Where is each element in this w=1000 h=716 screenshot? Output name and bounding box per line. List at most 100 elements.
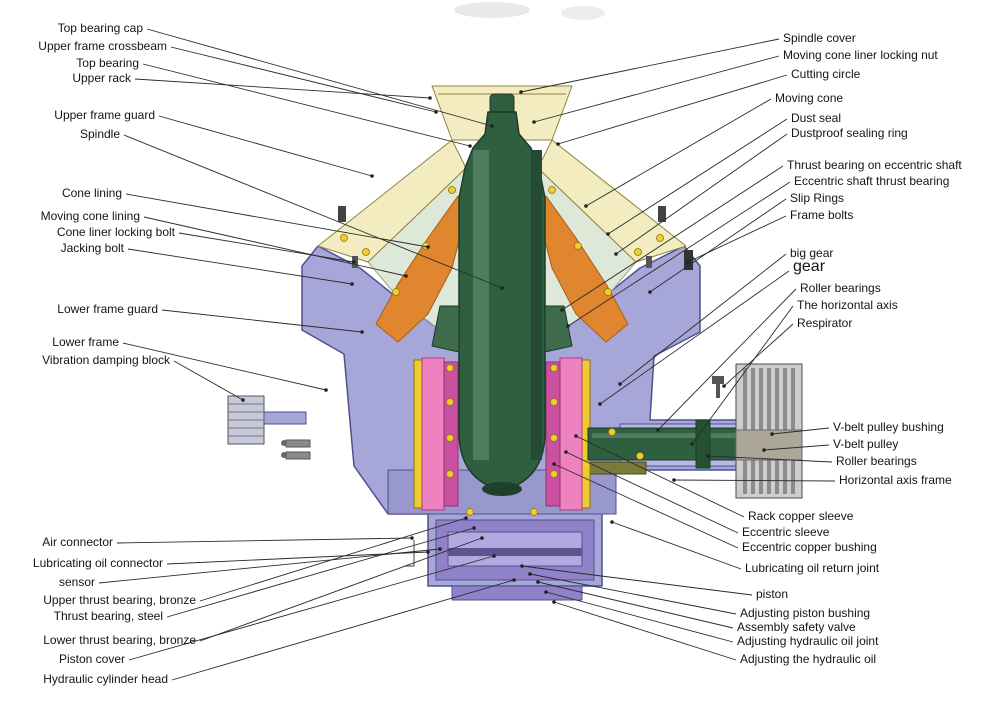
leader-line bbox=[574, 434, 745, 518]
label-spindle-cover: Spindle cover bbox=[783, 31, 856, 45]
piston-band bbox=[448, 548, 582, 556]
label-eccentric-shaft-thrust-bearing: Eccentric shaft thrust bearing bbox=[794, 174, 950, 188]
label-moving-cone-lining: Moving cone lining bbox=[40, 209, 140, 223]
label-roller-bearings-axis: Roller bearings bbox=[800, 281, 881, 295]
label-top-bearing-cap: Top bearing cap bbox=[57, 21, 143, 35]
leader-line bbox=[520, 564, 753, 596]
leader-line bbox=[127, 248, 354, 286]
leader-line bbox=[566, 181, 791, 328]
leader-line bbox=[648, 198, 787, 294]
lubricating-oil-connector-shape bbox=[281, 451, 311, 460]
label-upper-thrust-bearing-bronze: Upper thrust bearing, bronze bbox=[43, 593, 196, 607]
vibration-damping-block-shape bbox=[227, 395, 265, 445]
leader-line bbox=[158, 115, 374, 178]
leader-line bbox=[171, 578, 516, 681]
leader-line bbox=[614, 133, 788, 256]
label-hydraulic-cylinder-head: Hydraulic cylinder head bbox=[43, 672, 168, 686]
watermark-blobs bbox=[454, 2, 605, 20]
label-big-gear: big gear bbox=[790, 246, 834, 260]
leader-lines bbox=[98, 28, 836, 681]
label-the-horizontal-axis: The horizontal axis bbox=[797, 298, 898, 312]
air-connector-shape bbox=[281, 439, 311, 448]
label-spindle: Spindle bbox=[79, 127, 120, 141]
leader-line bbox=[146, 28, 494, 128]
leader-line bbox=[134, 78, 432, 100]
label-v-belt-pulley: V-belt pulley bbox=[833, 437, 899, 451]
leader-line bbox=[142, 63, 472, 148]
leader-line bbox=[598, 270, 790, 406]
hydraulic-head-shape bbox=[451, 585, 583, 601]
label-gear: gear bbox=[793, 258, 826, 275]
leader-line bbox=[564, 450, 739, 534]
leader-line bbox=[143, 216, 408, 278]
leader-line bbox=[656, 288, 797, 432]
label-horizontal-axis-frame: Horizontal axis frame bbox=[839, 473, 952, 487]
label-dustproof-sealing-ring: Dustproof sealing ring bbox=[791, 126, 908, 140]
leader-line bbox=[706, 454, 833, 463]
leader-line bbox=[610, 520, 742, 570]
label-respirator: Respirator bbox=[797, 316, 853, 330]
label-sensor: sensor bbox=[58, 575, 95, 589]
label-upper-frame-crossbeam: Upper frame crossbeam bbox=[38, 39, 167, 53]
label-lower-frame-guard: Lower frame guard bbox=[57, 302, 158, 316]
label-cone-liner-locking-bolt: Cone liner locking bolt bbox=[56, 225, 175, 239]
label-assembly-safety-valve: Assembly safety valve bbox=[737, 620, 856, 634]
leader-line bbox=[770, 427, 830, 436]
label-piston: piston bbox=[756, 587, 789, 601]
leader-line bbox=[519, 38, 780, 94]
label-adjusting-the-hydraulic-oil: Adjusting the hydraulic oil bbox=[740, 652, 877, 666]
v-belt-pulley-shape bbox=[735, 363, 803, 499]
dust-seal-left bbox=[431, 305, 460, 353]
leader-line bbox=[178, 232, 356, 264]
label-moving-cone: Moving cone bbox=[775, 91, 844, 105]
leader-line bbox=[532, 55, 780, 124]
upper-frame-left bbox=[317, 139, 467, 263]
leader-line bbox=[116, 536, 414, 544]
label-thrust-bearing-on-eccentric-shaft: Thrust bearing on eccentric shaft bbox=[787, 158, 962, 172]
leader-line bbox=[122, 342, 328, 392]
label-lubricating-oil-connector: Lubricating oil connector bbox=[32, 556, 163, 570]
label-cutting-circle: Cutting circle bbox=[791, 67, 861, 81]
leader-line bbox=[528, 572, 737, 615]
leader-line bbox=[722, 323, 794, 388]
leader-line bbox=[199, 536, 484, 642]
air-pipe bbox=[404, 540, 415, 567]
label-lubricating-oil-return-joint: Lubricating oil return joint bbox=[745, 561, 880, 575]
leader-line bbox=[618, 253, 787, 386]
leader-line bbox=[170, 46, 438, 114]
leader-line bbox=[690, 305, 794, 446]
label-thrust-bearing-steel: Thrust bearing, steel bbox=[53, 609, 163, 623]
leader-line bbox=[584, 98, 772, 208]
label-moving-cone-liner-locking-nut: Moving cone liner locking nut bbox=[783, 48, 938, 62]
leader-line bbox=[552, 600, 737, 661]
machine-illustration bbox=[227, 85, 803, 601]
label-eccentric-copper-bushing: Eccentric copper bushing bbox=[742, 540, 877, 554]
leader-line bbox=[161, 309, 364, 334]
dust-seal-right bbox=[544, 305, 573, 353]
leader-line bbox=[123, 134, 504, 290]
leader-line bbox=[536, 580, 734, 629]
leader-line bbox=[173, 360, 245, 402]
leader-line bbox=[125, 193, 430, 249]
damping-arm bbox=[263, 411, 307, 425]
coupling-ring bbox=[695, 419, 711, 469]
leader-line bbox=[672, 478, 836, 482]
leader-line bbox=[128, 554, 496, 661]
label-eccentric-sleeve: Eccentric sleeve bbox=[742, 525, 830, 539]
leader-line bbox=[544, 590, 734, 643]
leader-line bbox=[166, 526, 476, 618]
leader-line bbox=[199, 516, 468, 602]
label-piston-cover: Piston cover bbox=[58, 652, 125, 666]
label-roller-bearings-pulley: Roller bearings bbox=[836, 454, 917, 468]
label-adjusting-piston-bushing: Adjusting piston bushing bbox=[740, 606, 871, 620]
horizontal-axis-highlight bbox=[592, 433, 744, 438]
leader-line bbox=[560, 165, 784, 312]
label-lower-frame: Lower frame bbox=[52, 335, 119, 349]
label-lower-thrust-bearing-bronze: Lower thrust bearing, bronze bbox=[43, 633, 196, 647]
label-top-bearing: Top bearing bbox=[76, 56, 139, 70]
eccentric-bushings bbox=[413, 357, 591, 511]
label-air-connector: Air connector bbox=[42, 535, 113, 549]
label-frame-bolts: Frame bolts bbox=[790, 208, 854, 222]
